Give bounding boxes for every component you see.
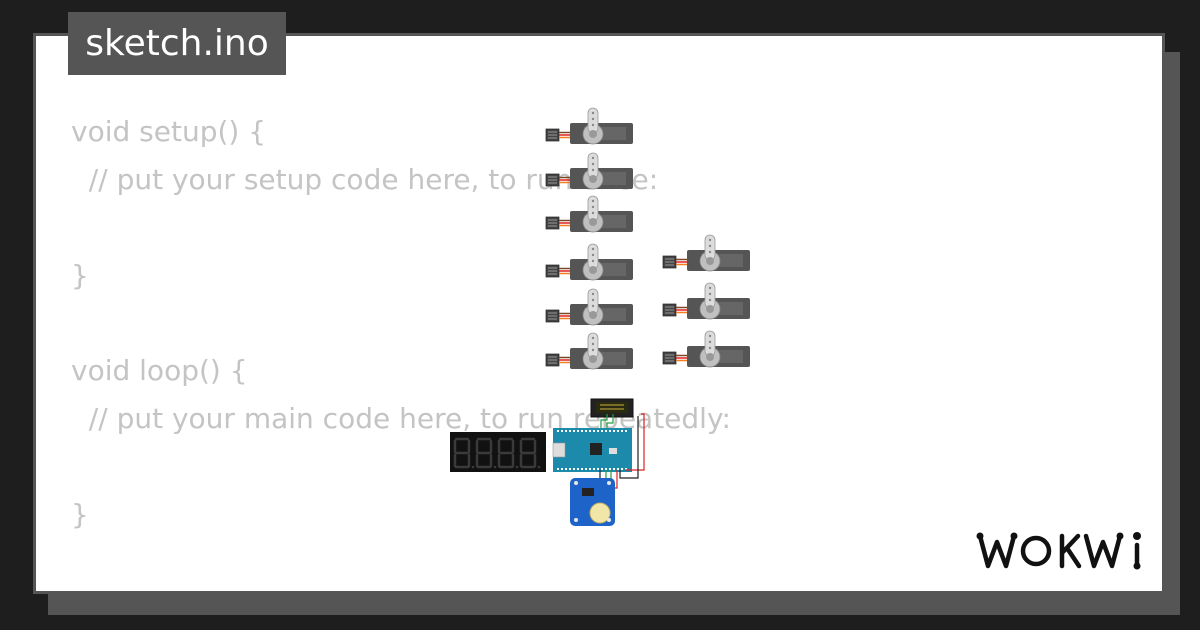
code-line: } [71, 498, 89, 532]
code-line: } [71, 258, 89, 292]
servo-4[interactable] [545, 243, 634, 281]
arduino-nano[interactable] [552, 428, 632, 472]
lcd-module[interactable] [590, 398, 634, 418]
code-line: void loop() { [71, 354, 248, 388]
servo-2[interactable] [545, 152, 634, 190]
wokwi-logo [975, 528, 1151, 578]
servo-3[interactable] [545, 195, 634, 233]
seven-segment-display[interactable] [450, 432, 546, 472]
servo-9[interactable] [662, 330, 751, 368]
rtc-module[interactable] [570, 478, 615, 526]
servo-5[interactable] [545, 288, 634, 326]
servo-1[interactable] [545, 107, 634, 145]
servo-6[interactable] [545, 332, 634, 370]
code-line: void setup() { [71, 115, 267, 148]
servo-8[interactable] [662, 282, 751, 320]
servo-7[interactable] [662, 234, 751, 272]
sketch-tab-title: sketch.ino [85, 23, 269, 64]
sketch-tab[interactable]: sketch.ino [68, 12, 286, 75]
code-line: // put your main code here, to run repea… [71, 402, 731, 436]
